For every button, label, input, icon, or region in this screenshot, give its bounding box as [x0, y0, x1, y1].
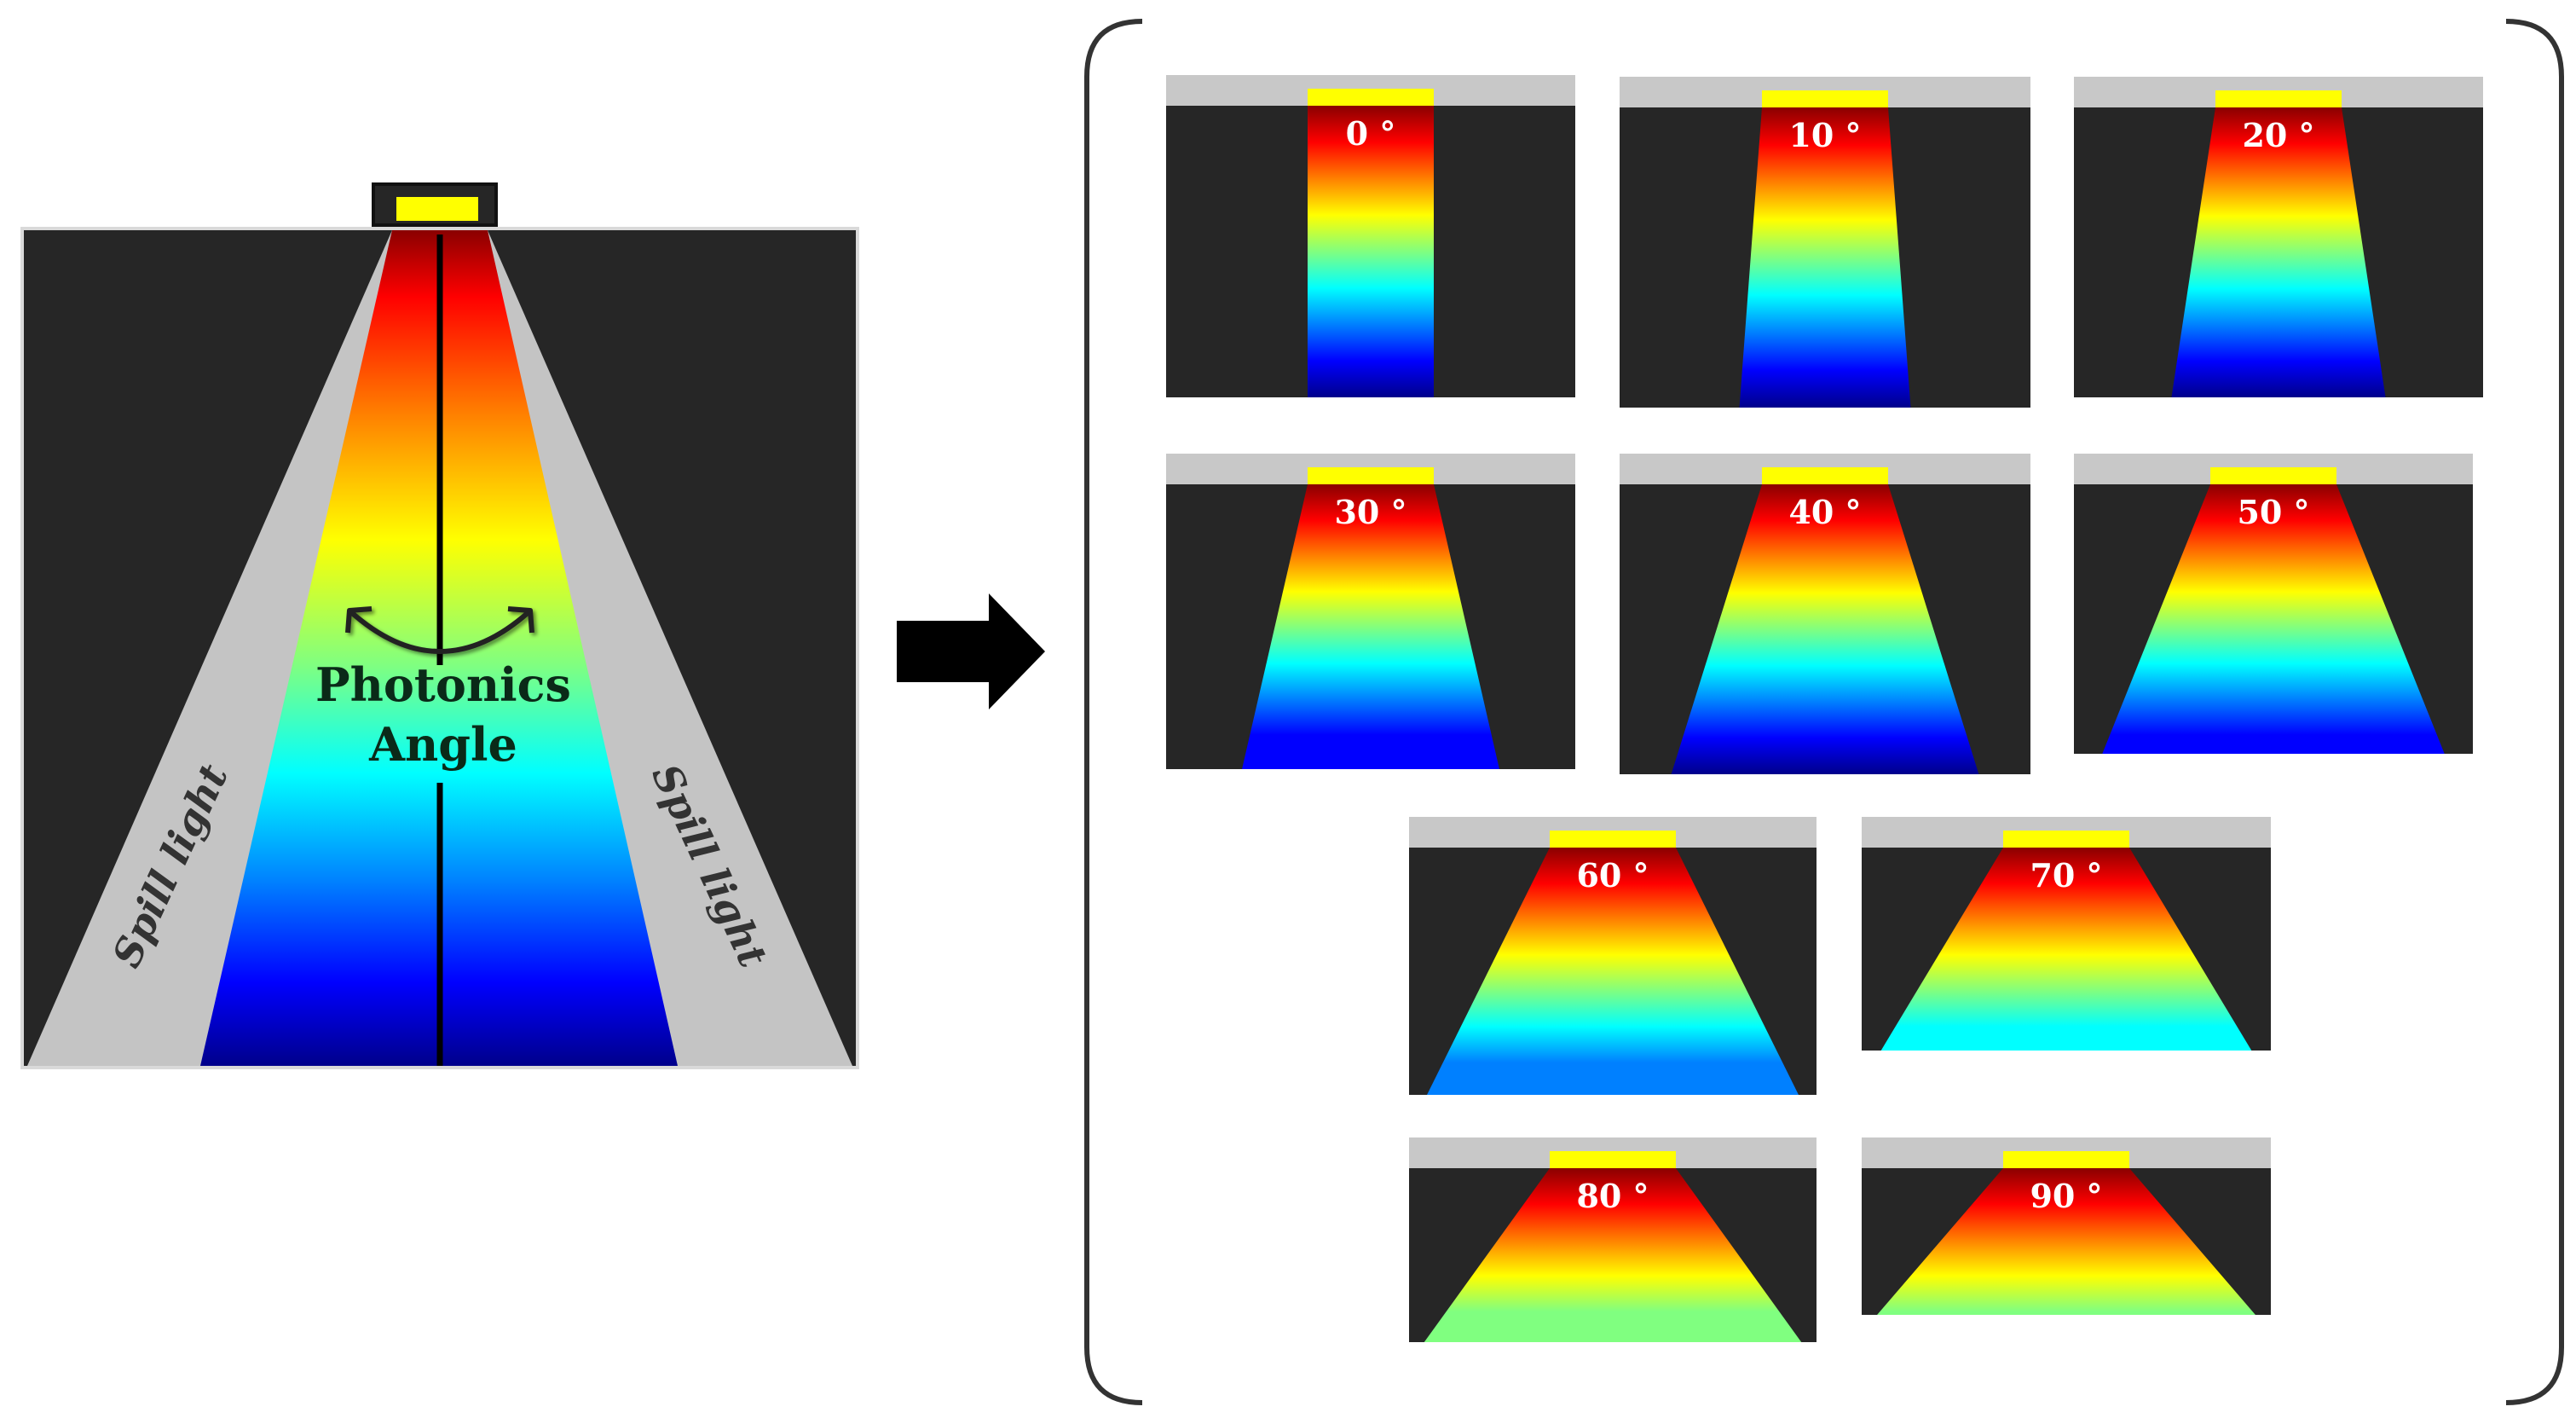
panel-beam	[2102, 484, 2445, 754]
left-bracket	[1084, 19, 1143, 1405]
panel-led	[2003, 1151, 2129, 1168]
panel-angle-label: 40 °	[1788, 493, 1861, 531]
angle-arrow-icon	[345, 606, 534, 654]
panel-led	[1308, 89, 1434, 106]
angle-panel-40: 40 °	[1620, 454, 2030, 774]
panel-angle-label: 80 °	[1576, 1177, 1649, 1215]
angle-panel-0: 0 °	[1166, 75, 1575, 397]
right-bracket	[2505, 19, 2564, 1405]
panel-beam	[1242, 484, 1499, 769]
right-arrow-icon	[897, 593, 1045, 709]
panel-angle-label: 60 °	[1576, 856, 1649, 894]
photonics-label: Photonics	[315, 657, 571, 712]
panel-led	[1762, 90, 1888, 107]
panel-led	[1550, 831, 1676, 848]
angle-panel-60: 60 °	[1409, 817, 1816, 1095]
panel-angle-label: 70 °	[2030, 856, 2102, 894]
panel-angle-label: 50 °	[2237, 493, 2309, 531]
angle-panel-90: 90 °	[1862, 1137, 2271, 1315]
angle-panel-80: 80 °	[1409, 1137, 1816, 1342]
panel-beam	[1877, 1168, 2255, 1315]
angle-panel-30: 30 °	[1166, 454, 1575, 769]
panel-beam	[1880, 848, 2252, 1051]
panel-led	[2003, 831, 2129, 848]
angle-panel-50: 50 °	[2074, 454, 2473, 754]
panel-led	[2210, 467, 2336, 484]
main-figure: Photonics Angle Spill light Spill light	[20, 182, 859, 1069]
panel-beam	[1308, 106, 1434, 397]
panel-angle-label: 20 °	[2242, 116, 2314, 154]
panel-beam	[2171, 107, 2386, 397]
panel-beam	[1427, 848, 1799, 1095]
panel-beam	[1739, 107, 1911, 408]
led-emitter	[396, 197, 478, 221]
panel-led	[1550, 1151, 1676, 1168]
angle-panel-20: 20 °	[2074, 77, 2483, 397]
panel-angle-label: 90 °	[2030, 1177, 2102, 1215]
panel-beam	[1424, 1168, 1802, 1342]
panel-led	[1762, 467, 1888, 484]
panel-beam	[1671, 484, 1979, 774]
panel-angle-label: 30 °	[1334, 493, 1406, 531]
angle-panel-70: 70 °	[1862, 817, 2271, 1051]
panel-led	[2215, 90, 2342, 107]
panel-angle-label: 0 °	[1346, 114, 1396, 153]
angle-panel-10: 10 °	[1620, 77, 2030, 408]
panel-angle-label: 10 °	[1788, 116, 1861, 154]
panel-led	[1308, 467, 1434, 484]
angle-label: Angle	[368, 717, 517, 772]
angle-panels: 0 ° 10 ° 20 ° 30 ° 40 ° 50 ° 60 ° 70 ° 80 ° 90 °	[1166, 75, 2483, 1342]
